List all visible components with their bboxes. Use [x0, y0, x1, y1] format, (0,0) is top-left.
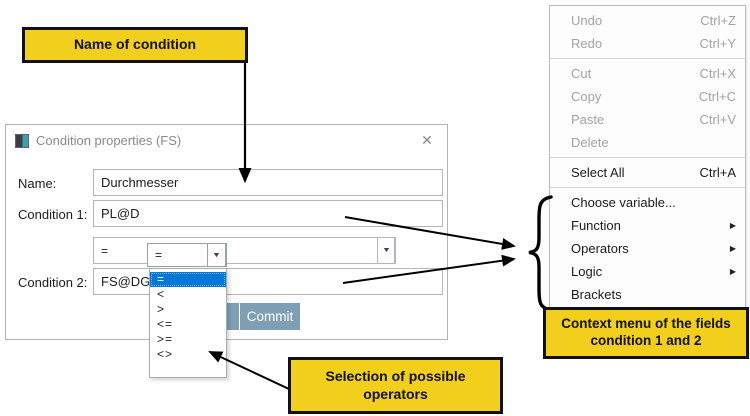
operator-select-arrow-button[interactable]: ▼ [207, 243, 226, 267]
dropdown-option-not-equal[interactable]: <> [157, 347, 174, 361]
operator-combo-value: = [101, 243, 109, 258]
shortcut: Ctrl+C [698, 89, 736, 104]
menu-item-redo: Redo Ctrl+Y [571, 36, 736, 51]
dialog-title: Condition properties (FS) [36, 133, 182, 148]
menu-item-logic[interactable]: Logic ▶ [571, 264, 736, 279]
submenu-arrow-icon: ▶ [729, 267, 736, 276]
dropdown-option-equals[interactable]: = [150, 272, 226, 287]
menu-item-cut: Cut Ctrl+X [571, 66, 736, 81]
operator-combo[interactable]: = ▼ [93, 237, 396, 264]
name-label: Name: [18, 176, 57, 191]
operator-select-combo[interactable]: = ▼ [147, 243, 227, 267]
condition1-label: Condition 1: [18, 207, 88, 222]
curly-brace [528, 195, 553, 312]
dropdown-option-greater-equal[interactable]: >= [157, 332, 174, 346]
dropdown-option-less-equal[interactable]: <= [157, 317, 174, 331]
menu-item-choose-variable[interactable]: Choose variable... [571, 195, 676, 210]
menu-item-brackets[interactable]: Brackets [571, 287, 622, 302]
operator-dropdown-list: = < > <= >= <> [149, 268, 227, 378]
close-button[interactable]: ✕ [417, 130, 437, 150]
shortcut: Ctrl+X [699, 66, 736, 81]
menu-item-select-all[interactable]: Select All Ctrl+A [571, 165, 736, 180]
callout-name-of-condition-text: Name of condition [73, 36, 197, 53]
shortcut: Ctrl+Z [700, 13, 736, 28]
chevron-down-icon: ▼ [211, 251, 222, 259]
condition2-input[interactable] [93, 268, 443, 295]
menu-separator [550, 157, 745, 158]
menu-item-undo: Undo Ctrl+Z [571, 13, 736, 28]
commit-button[interactable]: Commit [240, 303, 300, 330]
menu-item-paste: Paste Ctrl+V [571, 112, 736, 127]
submenu-arrow-icon: ▶ [729, 221, 736, 230]
callout-context-menu: Context menu of the fields condition 1 a… [543, 307, 749, 359]
menu-item-function[interactable]: Function ▶ [571, 218, 736, 233]
dropdown-option-greater[interactable]: > [157, 302, 166, 316]
shortcut: Ctrl+V [699, 112, 736, 127]
condition1-input[interactable] [93, 200, 443, 227]
dropdown-option-less[interactable]: < [157, 287, 166, 301]
callout-selection-operators: Selection of possible operators [288, 357, 503, 414]
dialog-titlebar: Condition properties (FS) ✕ [6, 125, 447, 155]
submenu-arrow-icon: ▶ [729, 244, 736, 253]
app-icon [15, 134, 29, 148]
menu-item-operators[interactable]: Operators ▶ [571, 241, 736, 256]
shortcut: Ctrl+Y [699, 36, 736, 51]
context-menu: Undo Ctrl+Z Redo Ctrl+Y Cut Ctrl+X Copy … [549, 5, 746, 311]
callout-name-of-condition: Name of condition [22, 27, 248, 63]
menu-item-copy: Copy Ctrl+C [571, 89, 736, 104]
shortcut: Ctrl+A [699, 165, 736, 180]
menu-separator [550, 58, 745, 59]
menu-separator [550, 187, 745, 188]
operator-combo-arrow-button[interactable]: ▼ [377, 237, 395, 264]
menu-item-delete: Delete [571, 135, 609, 150]
chevron-down-icon: ▼ [381, 247, 391, 254]
operator-select-value: = [155, 248, 163, 262]
condition2-label: Condition 2: [18, 275, 88, 290]
close-icon: ✕ [421, 131, 433, 148]
name-input[interactable] [93, 169, 443, 196]
